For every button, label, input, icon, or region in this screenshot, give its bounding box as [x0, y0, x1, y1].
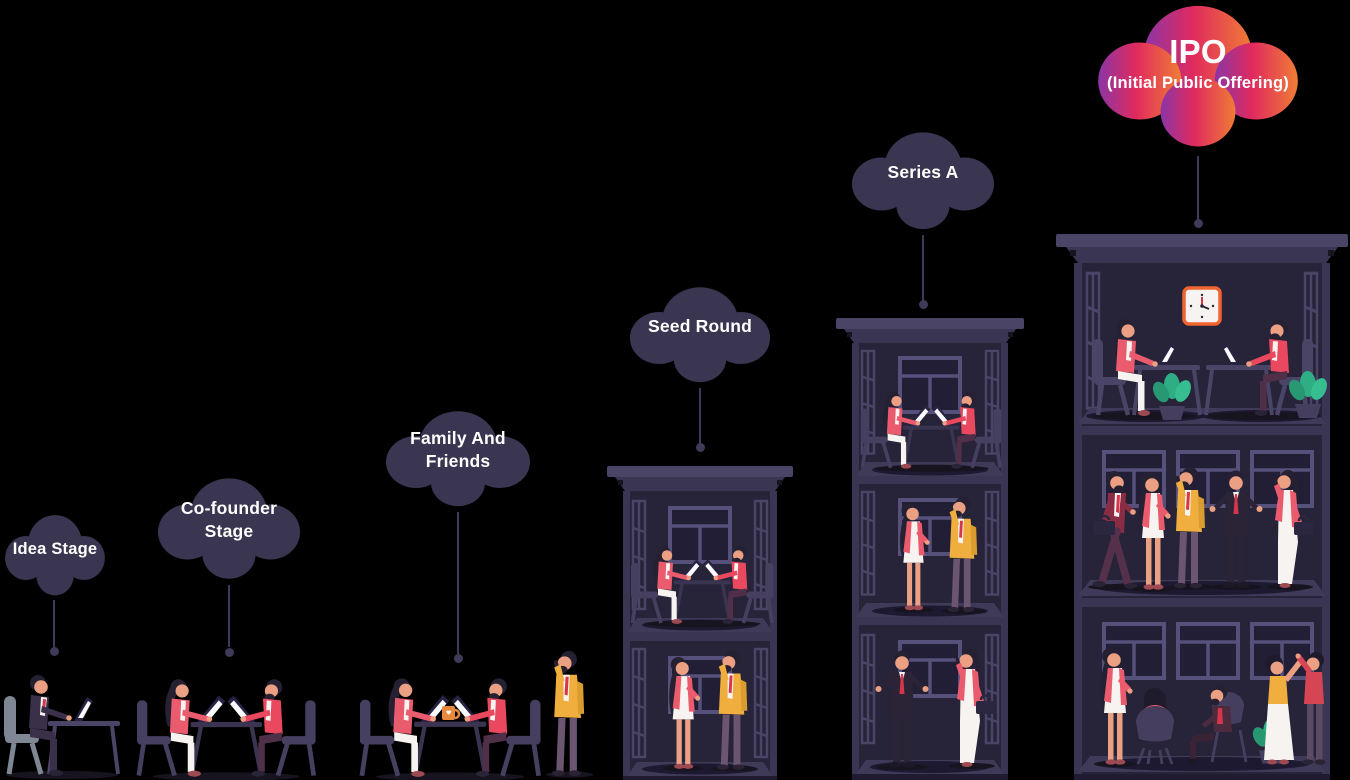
stage-label-family-friends: Family And Friends [410, 428, 506, 471]
connector-cofounder [228, 585, 230, 647]
stage-label-cofounder: Co-founder Stage [180, 498, 278, 542]
ipo-subtitle: (Initial Public Offering) [1107, 73, 1289, 92]
connector-series-a [922, 235, 924, 301]
connector-idea [53, 600, 55, 648]
building-floor-ground [623, 641, 777, 780]
ipo-title: IPO [1169, 33, 1227, 71]
wall-clock-icon [1182, 286, 1222, 326]
building-floor-upper [623, 491, 777, 641]
person-woman-seated-back [1136, 688, 1174, 765]
connector-family-friends [457, 512, 459, 654]
stage-cloud-series-a: Series A [849, 131, 997, 237]
illustration-cofounders-table [136, 648, 316, 780]
stage-cloud-ipo: IPO (Initial Public Offering) [1094, 4, 1302, 158]
stage-cloud-cofounder: Co-founder Stage [155, 477, 303, 587]
building-floor-ground [1074, 607, 1330, 780]
building-cornice [1056, 234, 1348, 247]
person-founder-laptop [4, 675, 120, 779]
building-floor-middle [1074, 435, 1330, 607]
person-woman-high-five [1264, 655, 1302, 765]
people-founders-laptops [360, 678, 541, 780]
connector-dot-series-a [918, 300, 928, 309]
stage-cloud-seed: Seed Round [627, 286, 773, 390]
illustration-office-building-2-floors [607, 466, 793, 780]
illustration-family-friends-scene [358, 651, 594, 780]
people-cofounders-laptops [137, 679, 316, 780]
connector-ipo [1197, 156, 1199, 220]
window-icon [1176, 622, 1240, 680]
stage-label-ipo: IPO (Initial Public Offering) [1094, 4, 1302, 158]
building-floor-top [852, 343, 1008, 484]
building-cornice [607, 466, 793, 477]
stage-label-idea: Idea Stage [12, 539, 98, 558]
building-cornice [836, 318, 1024, 329]
coffee-mug-icon [442, 706, 461, 720]
building-floor-middle [852, 484, 1008, 625]
window-icon [898, 356, 962, 414]
illustration-office-building-3-floors [836, 318, 1024, 780]
connector-dot-seed [695, 443, 705, 452]
connector-dot-cofounder [224, 648, 234, 657]
illustration-office-building-ipo [1056, 234, 1348, 780]
person-supporter-on-phone [546, 651, 594, 778]
building-floor-top [1074, 263, 1331, 435]
person-man-seated [1187, 684, 1248, 764]
stage-label-series-a: Series A [887, 161, 959, 182]
connector-seed [699, 388, 701, 444]
illustration-founder-at-desk [2, 666, 126, 780]
stage-cloud-family-friends: Family And Friends [383, 410, 533, 514]
connector-dot-idea [49, 647, 59, 656]
connector-dot-ipo [1193, 219, 1203, 228]
building-floor-ground [852, 625, 1008, 780]
stage-cloud-idea: Idea Stage [3, 514, 107, 602]
connector-dot-family-friends [453, 654, 463, 663]
person-man-high-five [1295, 652, 1326, 765]
stage-label-seed: Seed Round [647, 315, 753, 336]
window-icon [668, 506, 732, 564]
